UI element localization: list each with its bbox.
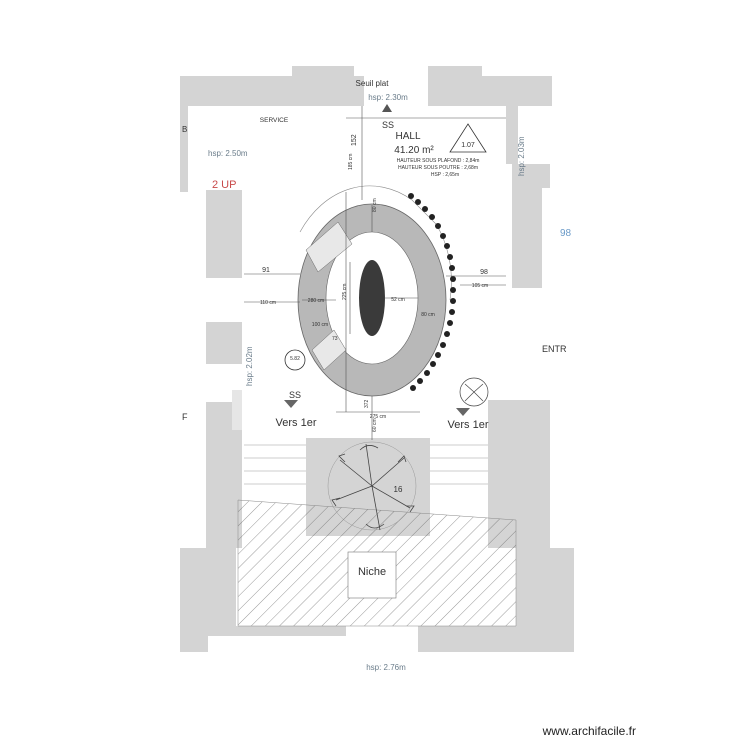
tree-large	[327, 441, 417, 531]
dim-73: 73	[332, 336, 338, 342]
dim-52: 52 cm	[391, 297, 405, 303]
dim-110: 110 cm	[260, 300, 276, 306]
tree-small	[459, 377, 489, 407]
hsp-bottom: hsp: 2.76m	[366, 663, 406, 672]
dim-275: 275 cm	[370, 414, 386, 420]
seating-dots	[408, 193, 456, 391]
dim-152: 152	[351, 134, 358, 146]
hsp-left-top: hsp: 2.50m	[208, 149, 248, 158]
vers-right: Vers 1er	[448, 419, 489, 431]
dim-372: 372	[364, 399, 370, 408]
dim-91: 91	[262, 267, 270, 274]
badge-left-value: 5.82	[290, 356, 300, 362]
niche-label: Niche	[358, 566, 386, 578]
edge-letter-top: B	[182, 125, 187, 134]
dim-80-right: 80 cm	[421, 312, 435, 318]
dim-80-top: 80 cm	[372, 198, 378, 212]
dim-225: 225 cm	[342, 284, 348, 300]
arrows	[284, 104, 470, 416]
badge-top-value: 1.07	[461, 142, 475, 149]
hall-area: 41.20 m²	[394, 145, 434, 156]
hsp-right: hsp: 2.03m	[517, 136, 526, 176]
ss-top-label: SS	[382, 120, 394, 130]
dim-100: 100 cm	[312, 322, 328, 328]
dim-105: 105 cm	[472, 283, 488, 289]
dimension-lines	[244, 106, 506, 440]
edge-num-right: 98	[560, 228, 572, 239]
hsp-top: hsp: 2.30m	[368, 93, 408, 102]
hall-hsp: HSP : 2,65m	[431, 172, 459, 178]
up-label: 2 UP	[212, 179, 236, 191]
hsp-left-mid: hsp: 2.02m	[245, 346, 254, 386]
reception-desk	[297, 185, 452, 397]
hall-hsp-plafond: HAUTEUR SOUS PLAFOND : 2,84m	[397, 158, 480, 164]
ss-left-label: SS	[289, 390, 301, 400]
tree-number: 16	[394, 485, 403, 494]
dim-185: 185 cm	[348, 154, 354, 170]
edge-letter-left: F	[182, 412, 188, 422]
badge-top	[449, 123, 487, 153]
niche-box	[347, 551, 397, 599]
vers-left: Vers 1er	[276, 417, 317, 429]
hall-hsp-poutre: HAUTEUR SOUS POUTRE : 2,68m	[398, 165, 478, 171]
top-label: Seuil plat	[356, 79, 390, 88]
dim-98: 98	[480, 269, 488, 276]
badge-left	[284, 349, 306, 371]
dim-60: 60 cm	[372, 418, 378, 432]
watermark: www.archifacile.fr	[542, 724, 636, 738]
dim-280: 280 cm	[308, 298, 324, 304]
service-label: SERVICE	[260, 117, 289, 124]
hall-name: HALL	[395, 131, 420, 142]
stair-lines	[244, 444, 488, 485]
entry-label: ENTR	[542, 344, 567, 354]
